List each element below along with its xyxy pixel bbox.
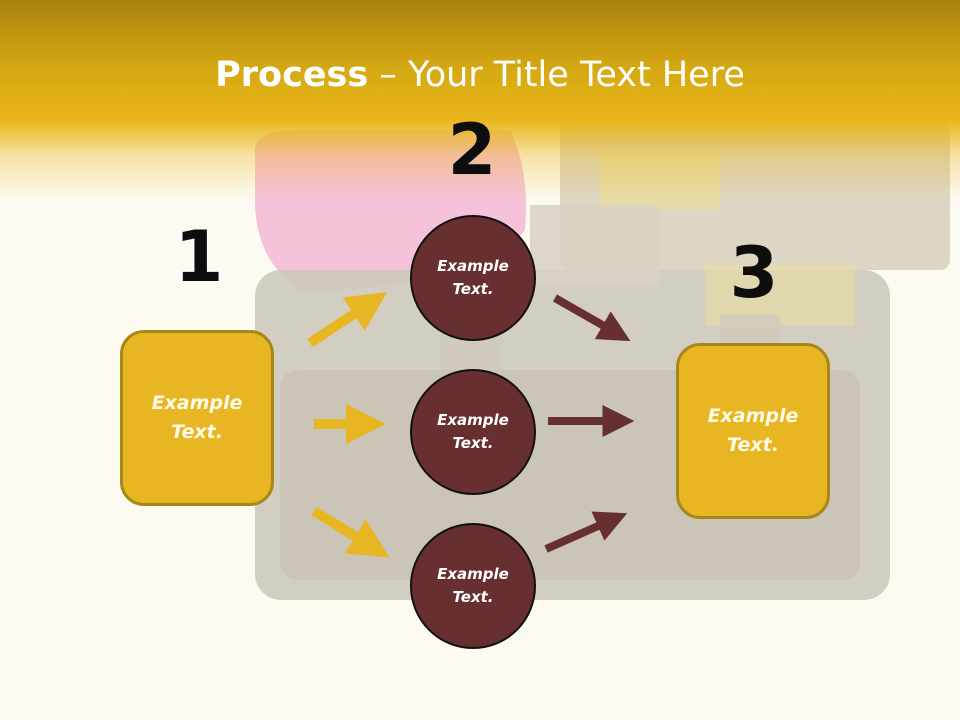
arrow-right-icon [311,506,390,558]
middle-circle: Example Text. [410,369,536,495]
step-number-2: 2 [447,109,497,191]
bottom-circle: Example Text. [410,523,536,649]
left-box-label: Example Text. [151,392,243,443]
right-text-box: Example Text. [676,343,830,519]
slide-title: Process – Your Title Text Here [0,52,960,98]
left-text-box: Example Text. [120,330,274,506]
right-box-label: Example Text. [707,405,799,456]
middle-circle-label: Example Text. [437,411,509,452]
arrow-right-icon [307,292,388,348]
top-circle-label: Example Text. [437,257,509,298]
arrow-right-icon [553,294,631,342]
step-number-1: 1 [174,216,224,298]
header-band [0,0,960,200]
step-number-3: 3 [729,232,779,314]
title-rest: – Your Title Text Here [368,55,745,95]
top-circle: Example Text. [410,215,536,341]
title-bold: Process [215,55,369,95]
bottom-circle-label: Example Text. [437,565,509,606]
arrow-right-icon [544,511,628,553]
